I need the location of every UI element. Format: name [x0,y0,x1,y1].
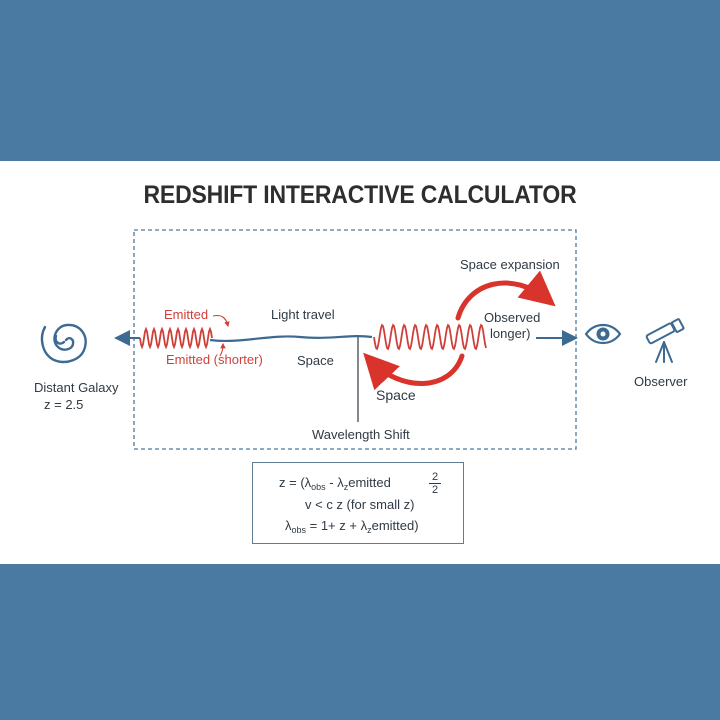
spiral-galaxy-icon [40,323,87,364]
space-expansion-label: Space expansion [460,257,560,272]
emitted-shorter-label: Emitted (shorter) [166,352,263,367]
observer-label: Observer [634,374,688,389]
wavelength-shift-label: Wavelength Shift [312,427,410,442]
light-travel-wave [209,335,373,343]
longer-label: longer) [490,326,531,341]
formula-box: z = (λobs - λzemitted 2 2 v < c z (for s… [252,462,464,544]
emitted-label: Emitted [164,307,209,322]
observed-label: Observed [484,310,541,325]
galaxy-name-label: Distant Galaxy [34,380,119,395]
space-lower-label: Space [376,387,416,403]
emitted-pointer-arrow [212,314,230,328]
telescope-icon [645,318,685,363]
diagram-frame [133,229,577,450]
formula-line-3: λobs = 1+ z + λzemitted) [285,518,419,535]
galaxy-z-label: z = 2.5 [44,397,84,412]
formula-line-1: z = (λobs - λzemitted [279,475,391,492]
formula-line-2: v < c z (for small z) [305,497,415,512]
emitted-wave [139,326,213,350]
page-title: REDSHIFT INTERACTIVE CALCULATOR [143,181,577,209]
light-travel-label: Light travel [271,307,335,322]
shorter-pointer-arrow [219,342,226,357]
space-expansion-arrow-upper [455,270,556,321]
space-expansion-arrow-lower [363,352,465,391]
space-mid-label: Space [297,353,334,368]
observed-wave [373,323,487,351]
eye-icon [584,323,622,345]
formula-fraction: 2 2 [429,471,441,496]
